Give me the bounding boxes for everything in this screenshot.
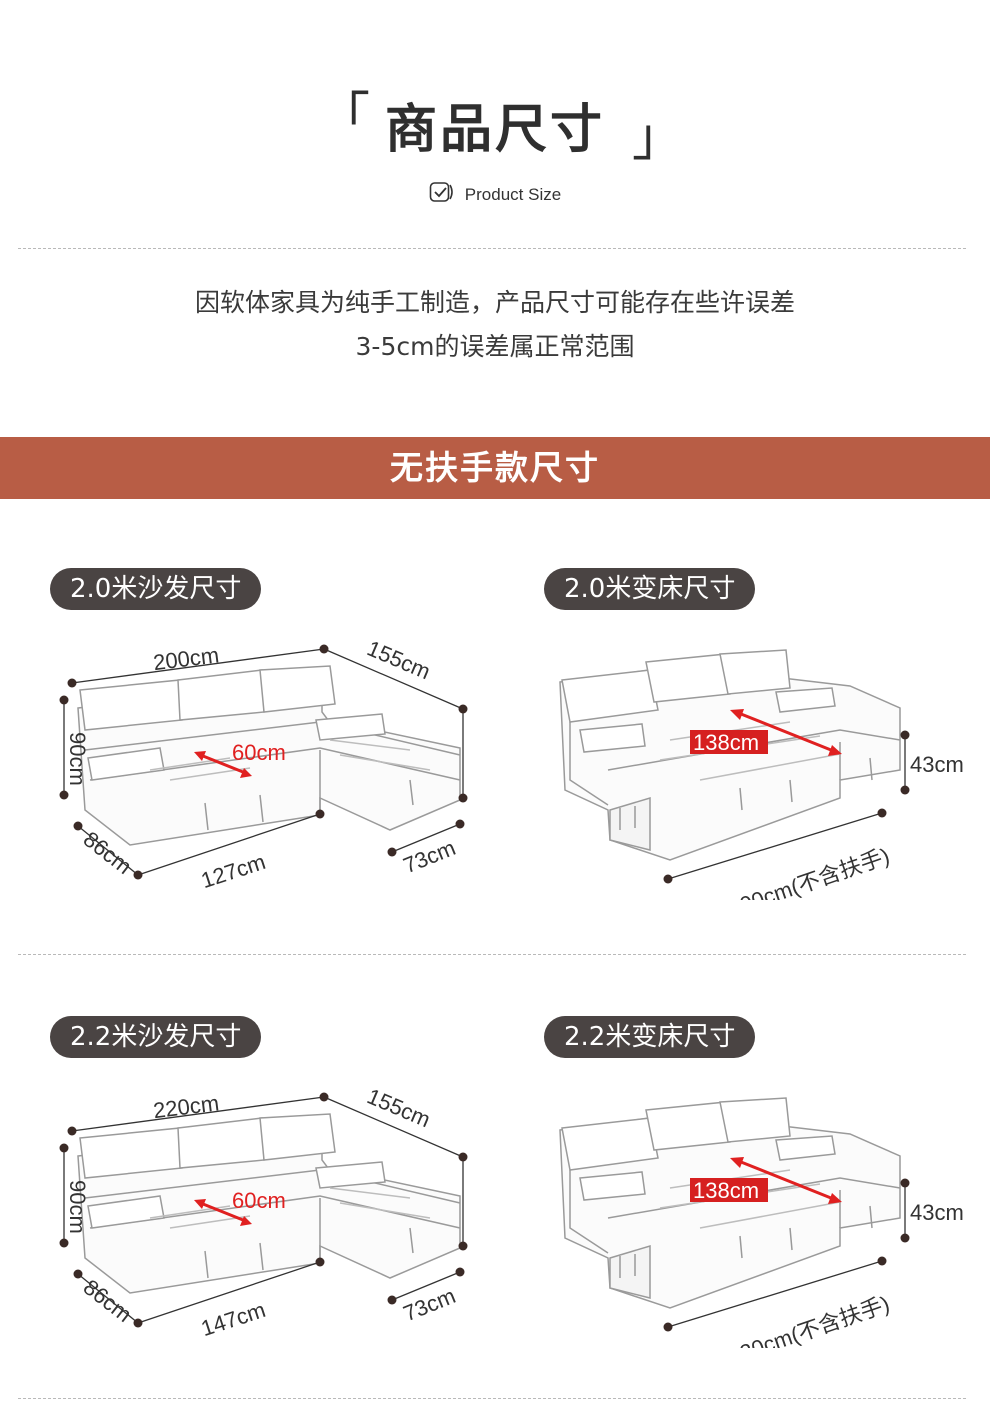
dimension-lines: [63, 648, 464, 876]
bracket-close: 」: [632, 108, 685, 168]
bed-diagram: 138cm 43cm 200cm(不含扶手): [559, 649, 964, 900]
dimension-lines: [667, 1183, 906, 1328]
dimension-dots: [663, 1178, 910, 1332]
sofa-height-label: 90cm: [65, 1180, 90, 1234]
page-title: 商品尺寸: [384, 100, 605, 160]
sofa-height-label: 90cm: [65, 732, 90, 786]
divider: [18, 248, 966, 249]
bed-width-arrow: [730, 709, 842, 756]
seat-depth-label: 60cm: [232, 1188, 286, 1213]
sofa-size-pill: 2.2米沙发尺寸: [50, 1016, 262, 1058]
bed-size-pill: 2.0米变床尺寸: [544, 568, 756, 610]
sofa-drawing: [77, 665, 461, 846]
subtitle-text: Product Size: [464, 184, 562, 204]
sofa-diagram: 220cm 155cm 90cm 60cm 86cm 147cm 73cm: [59, 1083, 468, 1341]
bed-height-label: 43cm: [910, 752, 964, 777]
dimension-dots: [59, 644, 468, 880]
note-line-2: 3-5cm的误差属正常范围: [355, 332, 635, 361]
sofa-width-label: 220cm: [152, 1090, 221, 1123]
bed-length-label: 220cm(不含扶手): [725, 1291, 893, 1348]
bed-height-label: 43cm: [910, 1200, 964, 1225]
dimension-lines: [667, 735, 906, 880]
note-line-1: 因软体家具为纯手工制造，产品尺寸可能存在些许误差: [194, 288, 795, 317]
chaise-width-label: 73cm: [400, 1283, 459, 1326]
section-banner: 无扶手款尺寸: [0, 437, 990, 499]
subtitle-row: Product Size: [0, 181, 990, 208]
bed-width-label: 138cm: [693, 730, 759, 755]
seat-depth-label: 60cm: [232, 740, 286, 765]
bed-width-arrow: [730, 1157, 842, 1204]
sofa-diagram: 200cm 155cm 90cm 60cm 86cm 127cm 73cm: [59, 635, 468, 893]
front-length-label: 127cm: [198, 849, 269, 893]
bed-drawing: [559, 649, 901, 861]
sofa-width-label: 200cm: [152, 642, 221, 675]
chaise-width-label: 73cm: [400, 835, 459, 878]
bed-width-badge: [690, 730, 768, 754]
sofa-drawing: [77, 1113, 461, 1294]
seat-depth-arrow: [194, 751, 252, 778]
ruler-check-icon: [429, 181, 455, 208]
dimension-lines: [63, 1096, 464, 1324]
bed-width-badge: [690, 1178, 768, 1202]
sofa-size-pill: 2.0米沙发尺寸: [50, 568, 262, 610]
chaise-length-label: 155cm: [363, 635, 434, 684]
bed-drawing: [559, 1097, 901, 1309]
chaise-length-label: 155cm: [363, 1083, 434, 1132]
bed-size-pill: 2.2米变床尺寸: [544, 1016, 756, 1058]
bed-width-label: 138cm: [693, 1178, 759, 1203]
divider: [18, 1398, 966, 1399]
bed-diagram: 138cm 43cm 220cm(不含扶手): [559, 1097, 964, 1348]
bed-length-label: 200cm(不含扶手): [725, 843, 893, 900]
dimension-dots: [59, 1092, 468, 1328]
dimension-dots: [663, 730, 910, 884]
front-length-label: 147cm: [198, 1297, 269, 1341]
seat-depth-arrow: [194, 1199, 252, 1226]
divider: [18, 954, 966, 955]
bracket-open: 「: [318, 88, 371, 148]
